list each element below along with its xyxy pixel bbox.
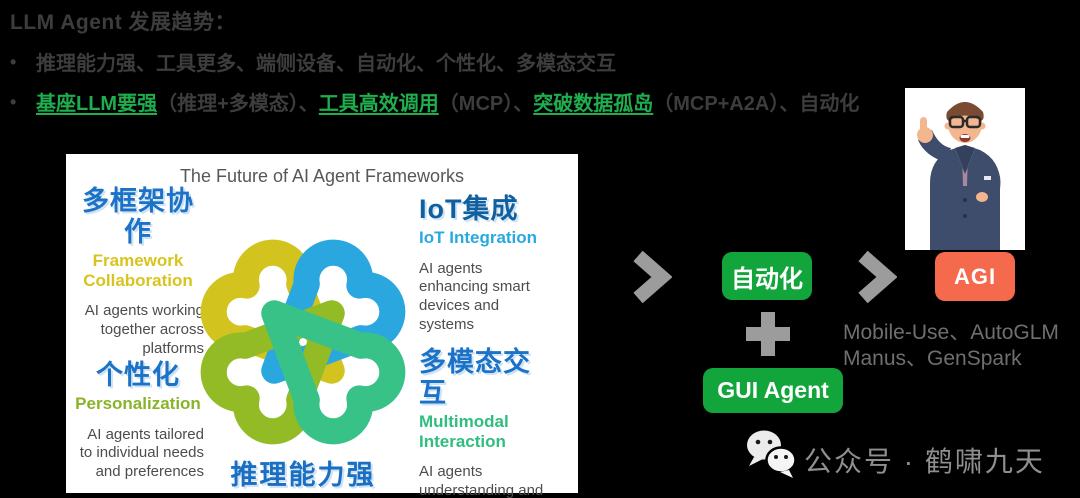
quadrant-desc: AI agents understanding and responding t… xyxy=(419,463,544,498)
page-title: LLM Agent 发展趋势： xyxy=(10,11,237,34)
quadrant-desc: AI agents tailored to individual needs a… xyxy=(79,425,204,481)
automation-badge: 自动化 xyxy=(722,252,812,300)
wechat-brand-text: 公众号 · 鹤啸九天 xyxy=(804,446,1045,477)
quadrant-title-zh: 多模态交互 xyxy=(419,347,531,409)
reasoning-strength-label: 推理能力强 xyxy=(230,460,376,490)
bullet-dot: • xyxy=(10,92,17,112)
plus-icon xyxy=(744,310,792,358)
quadrant-personalization: 个性化 Personalization AI agents tailored t… xyxy=(72,360,204,482)
interlocking-knot-logo xyxy=(200,239,406,445)
quadrant-title-zh: 个性化 xyxy=(96,360,180,390)
bullet-dot: • xyxy=(10,52,17,72)
bullet-text: （MCP）、 xyxy=(438,93,534,115)
quadrant-framework-collaboration: 多框架协作 Framework Collaboration AI agents … xyxy=(72,186,204,358)
bullet-text: 推理能力强、工具更多、端侧设备、自动化、个性化、多模态交互 xyxy=(36,53,616,75)
bullet-text: （推理+多模态）、 xyxy=(157,93,319,115)
diagram-title: The Future of AI Agent Frameworks xyxy=(179,166,465,186)
agi-badge: AGI xyxy=(935,252,1015,301)
wechat-icon xyxy=(747,430,797,478)
quadrant-iot-integration: IoT集成 IoT Integration AI agents enhancin… xyxy=(419,194,547,335)
agent-examples-line2: Manus、GenSpark xyxy=(843,347,1022,370)
chevron-right-icon xyxy=(633,250,672,304)
gui-agent-badge: GUI Agent xyxy=(703,368,843,413)
framework-diagram-panel: The Future of AI Agent Frameworks 多框架协作 … xyxy=(66,154,578,498)
thumbs-up-businessman-illustration xyxy=(905,88,1025,250)
quadrant-desc: AI agents enhancing smart devices and sy… xyxy=(419,259,530,333)
highlight-term-base-llm: 基座LLM要强 xyxy=(36,93,158,115)
agent-examples-line1: Mobile-Use、AutoGLM xyxy=(843,321,1059,344)
bullet-text: （MCP+A2A）、自动化 xyxy=(653,93,860,115)
agent-examples-text: Mobile-Use、AutoGLM Manus、GenSpark xyxy=(843,320,1059,372)
quadrant-title-en: Personalization xyxy=(75,394,201,414)
agi-label: AGI xyxy=(953,263,997,289)
quadrant-title-en: Multimodal Interaction xyxy=(419,412,509,451)
highlight-term-tool-calling: 工具高效调用 xyxy=(318,93,439,115)
automation-label: 自动化 xyxy=(731,265,803,293)
quadrant-multimodal-interaction: 多模态交互 Multimodal Interaction AI agents u… xyxy=(419,347,555,498)
highlight-term-data-silos: 突破数据孤岛 xyxy=(533,93,654,115)
quadrant-desc: AI agents working together across platfo… xyxy=(84,302,204,357)
bullet-item-trends: • 推理能力强、工具更多、端侧设备、自动化、个性化、多模态交互 xyxy=(10,47,616,76)
quadrant-title-zh: IoT集成 xyxy=(419,194,519,224)
quadrant-title-zh: 多框架协作 xyxy=(82,186,194,248)
bullet-item-requirements: • 基座LLM要强（推理+多模态）、工具高效调用（MCP）、突破数据孤岛（MCP+… xyxy=(10,87,859,116)
quadrant-title-en: IoT Integration xyxy=(419,228,538,248)
quadrant-title-en: Framework Collaboration xyxy=(83,251,193,290)
chevron-right-icon xyxy=(858,250,897,304)
gui-agent-label: GUI Agent xyxy=(717,377,829,403)
